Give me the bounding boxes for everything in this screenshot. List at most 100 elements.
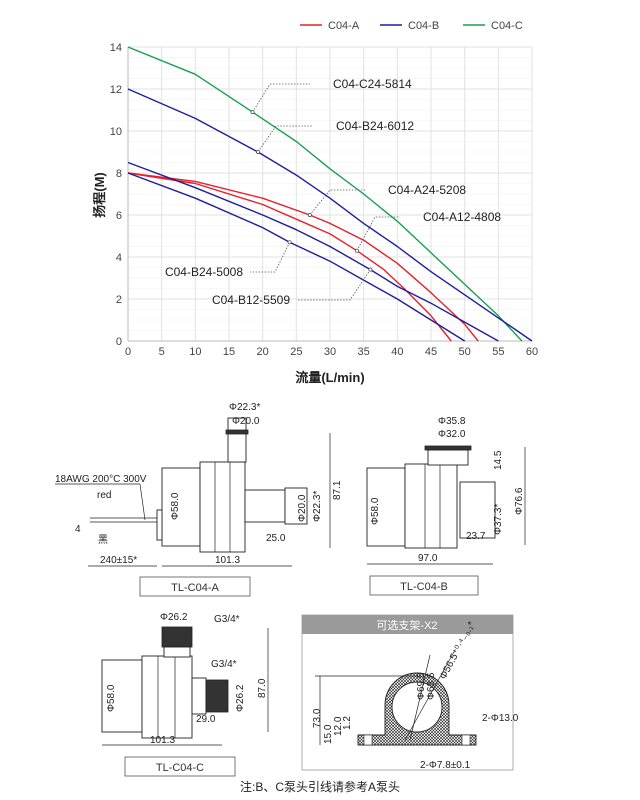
y-tick-label: 6 — [116, 210, 122, 222]
top-inner-dia: Φ32.0 — [438, 429, 466, 440]
annotation-marker — [368, 267, 373, 272]
bracket-x2-drawing: 可选支架-X2 Φ69.5 Φ63.5 Φ56.5⁺⁰·⁴₋₀.₁* 73.0 … — [301, 614, 519, 771]
footnote: 注:B、C泵头引线请参考A泵头 — [240, 779, 400, 794]
annotation-marker — [287, 240, 292, 245]
annotation-leader — [309, 189, 365, 216]
bracket-dia-1: Φ69.5 — [416, 672, 427, 700]
side-length: 29.0 — [196, 714, 216, 725]
legend-label: C04-B — [408, 20, 439, 32]
x-tick-label: 35 — [358, 346, 370, 358]
motor-cap — [161, 467, 201, 547]
series-line-c04-a12-4808 — [127, 172, 452, 342]
x-tick-label: 40 — [391, 346, 403, 358]
legend-label: C04-A — [328, 20, 360, 32]
top-outer-dia: Φ22.3* — [229, 402, 260, 413]
top-outer-dia: Φ35.8 — [438, 416, 466, 427]
model-label-a: TL-C04-A — [171, 582, 219, 594]
x-tick-label: 20 — [257, 346, 269, 358]
body-dia: Φ58.0 — [370, 497, 381, 525]
y-tick-label: 8 — [116, 168, 122, 180]
pump-curve-chart: 0 5 10 15 20 25 30 35 40 45 50 55 60 0 2 4 6 8 10 12 14 C04… — [92, 20, 538, 385]
bracket-height: 73.0 — [312, 708, 323, 728]
wire-length: 240±15* — [100, 555, 137, 566]
y-tick-label: 0 — [116, 336, 122, 348]
series-label: C04-A12-4808 — [423, 210, 501, 224]
side-length: 25.0 — [266, 533, 286, 544]
bracket-header — [302, 615, 513, 634]
series-line-c04-c24-5814 — [127, 46, 523, 342]
bracket-base-height: 15.0 — [323, 724, 334, 744]
drawing-tl-c04-c: Φ26.2 G3/4* G3/4* Φ58.0 Φ26.2 87.0 29.0 … — [101, 612, 269, 777]
side-dia: Φ26.2 — [235, 684, 246, 712]
top-thread-label: G3/4* — [214, 614, 240, 625]
y-tick-label: 4 — [116, 252, 122, 264]
chart-series — [127, 46, 533, 342]
y-tick-label: 2 — [116, 294, 122, 306]
top-inner-dia: Φ20.0 — [232, 416, 260, 427]
bracket-small-height: 1.2 — [342, 716, 353, 730]
annotation-marker — [307, 213, 312, 217]
bracket-dia-2: Φ63.5 — [426, 672, 437, 700]
body-dia: Φ58.0 — [170, 492, 181, 520]
model-label-c: TL-C04-C — [156, 762, 204, 774]
annotation-marker — [256, 150, 260, 154]
series-label: C04-B24-6012 — [336, 119, 414, 133]
wire-black-label: 黑 — [98, 534, 108, 546]
bracket-hole-big: 2-Φ13.0 — [482, 713, 519, 724]
series-line-c04-a24-5208 — [127, 172, 479, 342]
x-tick-label: 25 — [290, 346, 302, 358]
height-dim: Φ76.6 — [514, 487, 525, 515]
series-label: C04-A24-5208 — [388, 183, 466, 197]
x-tick-label: 30 — [324, 346, 336, 358]
x-axis-label: 流量(L/min) — [295, 370, 364, 385]
bracket-mid-height: 12.0 — [333, 716, 344, 736]
bracket-title: 可选支架-X2 — [376, 619, 437, 632]
series-annotations: C04-C24-5814C04-B24-6012C04-A24-5208C04-… — [165, 77, 501, 307]
series-label: C04-C24-5814 — [333, 77, 412, 91]
x-tick-label: 60 — [526, 346, 538, 358]
side-inlet — [459, 481, 496, 539]
drawing-tl-c04-a: 18AWG 200°C 300V red 黑 4 240±15* 101.3 Φ… — [55, 402, 343, 597]
height-dim: 87.0 — [257, 678, 268, 698]
annotation-leader — [252, 83, 310, 113]
annotation-leader — [250, 242, 290, 273]
pump-body — [141, 655, 193, 739]
y-tick-label: 14 — [110, 42, 122, 54]
body-dia: Φ58.0 — [106, 684, 117, 712]
top-thread — [161, 626, 193, 648]
x-tick-label: 45 — [425, 346, 437, 358]
annotation-marker — [354, 248, 359, 253]
top-outlet — [227, 417, 247, 463]
wire-spec: 18AWG 200°C 300V — [55, 474, 147, 485]
side-length: 23.7 — [466, 531, 486, 542]
x-tick-label: 5 — [159, 346, 165, 358]
length-dim: 101.3 — [150, 735, 175, 746]
pump-body — [404, 463, 458, 549]
strip-length: 4 — [75, 524, 81, 535]
wire-red-label: red — [97, 490, 111, 501]
side-inner-dia: Φ20.0 — [297, 494, 308, 522]
series-line-c04-b24-6012 — [127, 88, 533, 342]
annotation-leader — [297, 269, 371, 301]
length-dim: 97.0 — [418, 553, 438, 564]
y-tick-label: 12 — [110, 84, 122, 96]
annotation-marker — [250, 110, 255, 115]
x-tick-label: 0 — [125, 346, 131, 358]
series-label: C04-B12-5509 — [212, 293, 290, 307]
y-axis-label: 扬程(M) — [92, 172, 107, 218]
x-tick-label: 50 — [459, 346, 471, 358]
annotation-leader — [356, 216, 400, 251]
top-dia: Φ26.2 — [160, 612, 188, 623]
height-dim: 87.1 — [332, 480, 343, 500]
x-tick-label: 15 — [223, 346, 235, 358]
x-axis-ticks: 0 5 10 15 20 25 30 35 40 45 50 55 60 — [125, 346, 538, 358]
x-tick-label: 10 — [189, 346, 201, 358]
drawing-tl-c04-b: Φ35.8 Φ32.0 14.5 Φ58.0 Φ37.3* Φ76.6 23.7… — [366, 416, 526, 596]
top-outlet — [424, 445, 472, 451]
x-tick-label: 55 — [492, 346, 504, 358]
series-line-c04-b12-5509 — [127, 161, 499, 342]
bracket-hole-small: 2-Φ7.8±0.1 — [420, 760, 471, 771]
